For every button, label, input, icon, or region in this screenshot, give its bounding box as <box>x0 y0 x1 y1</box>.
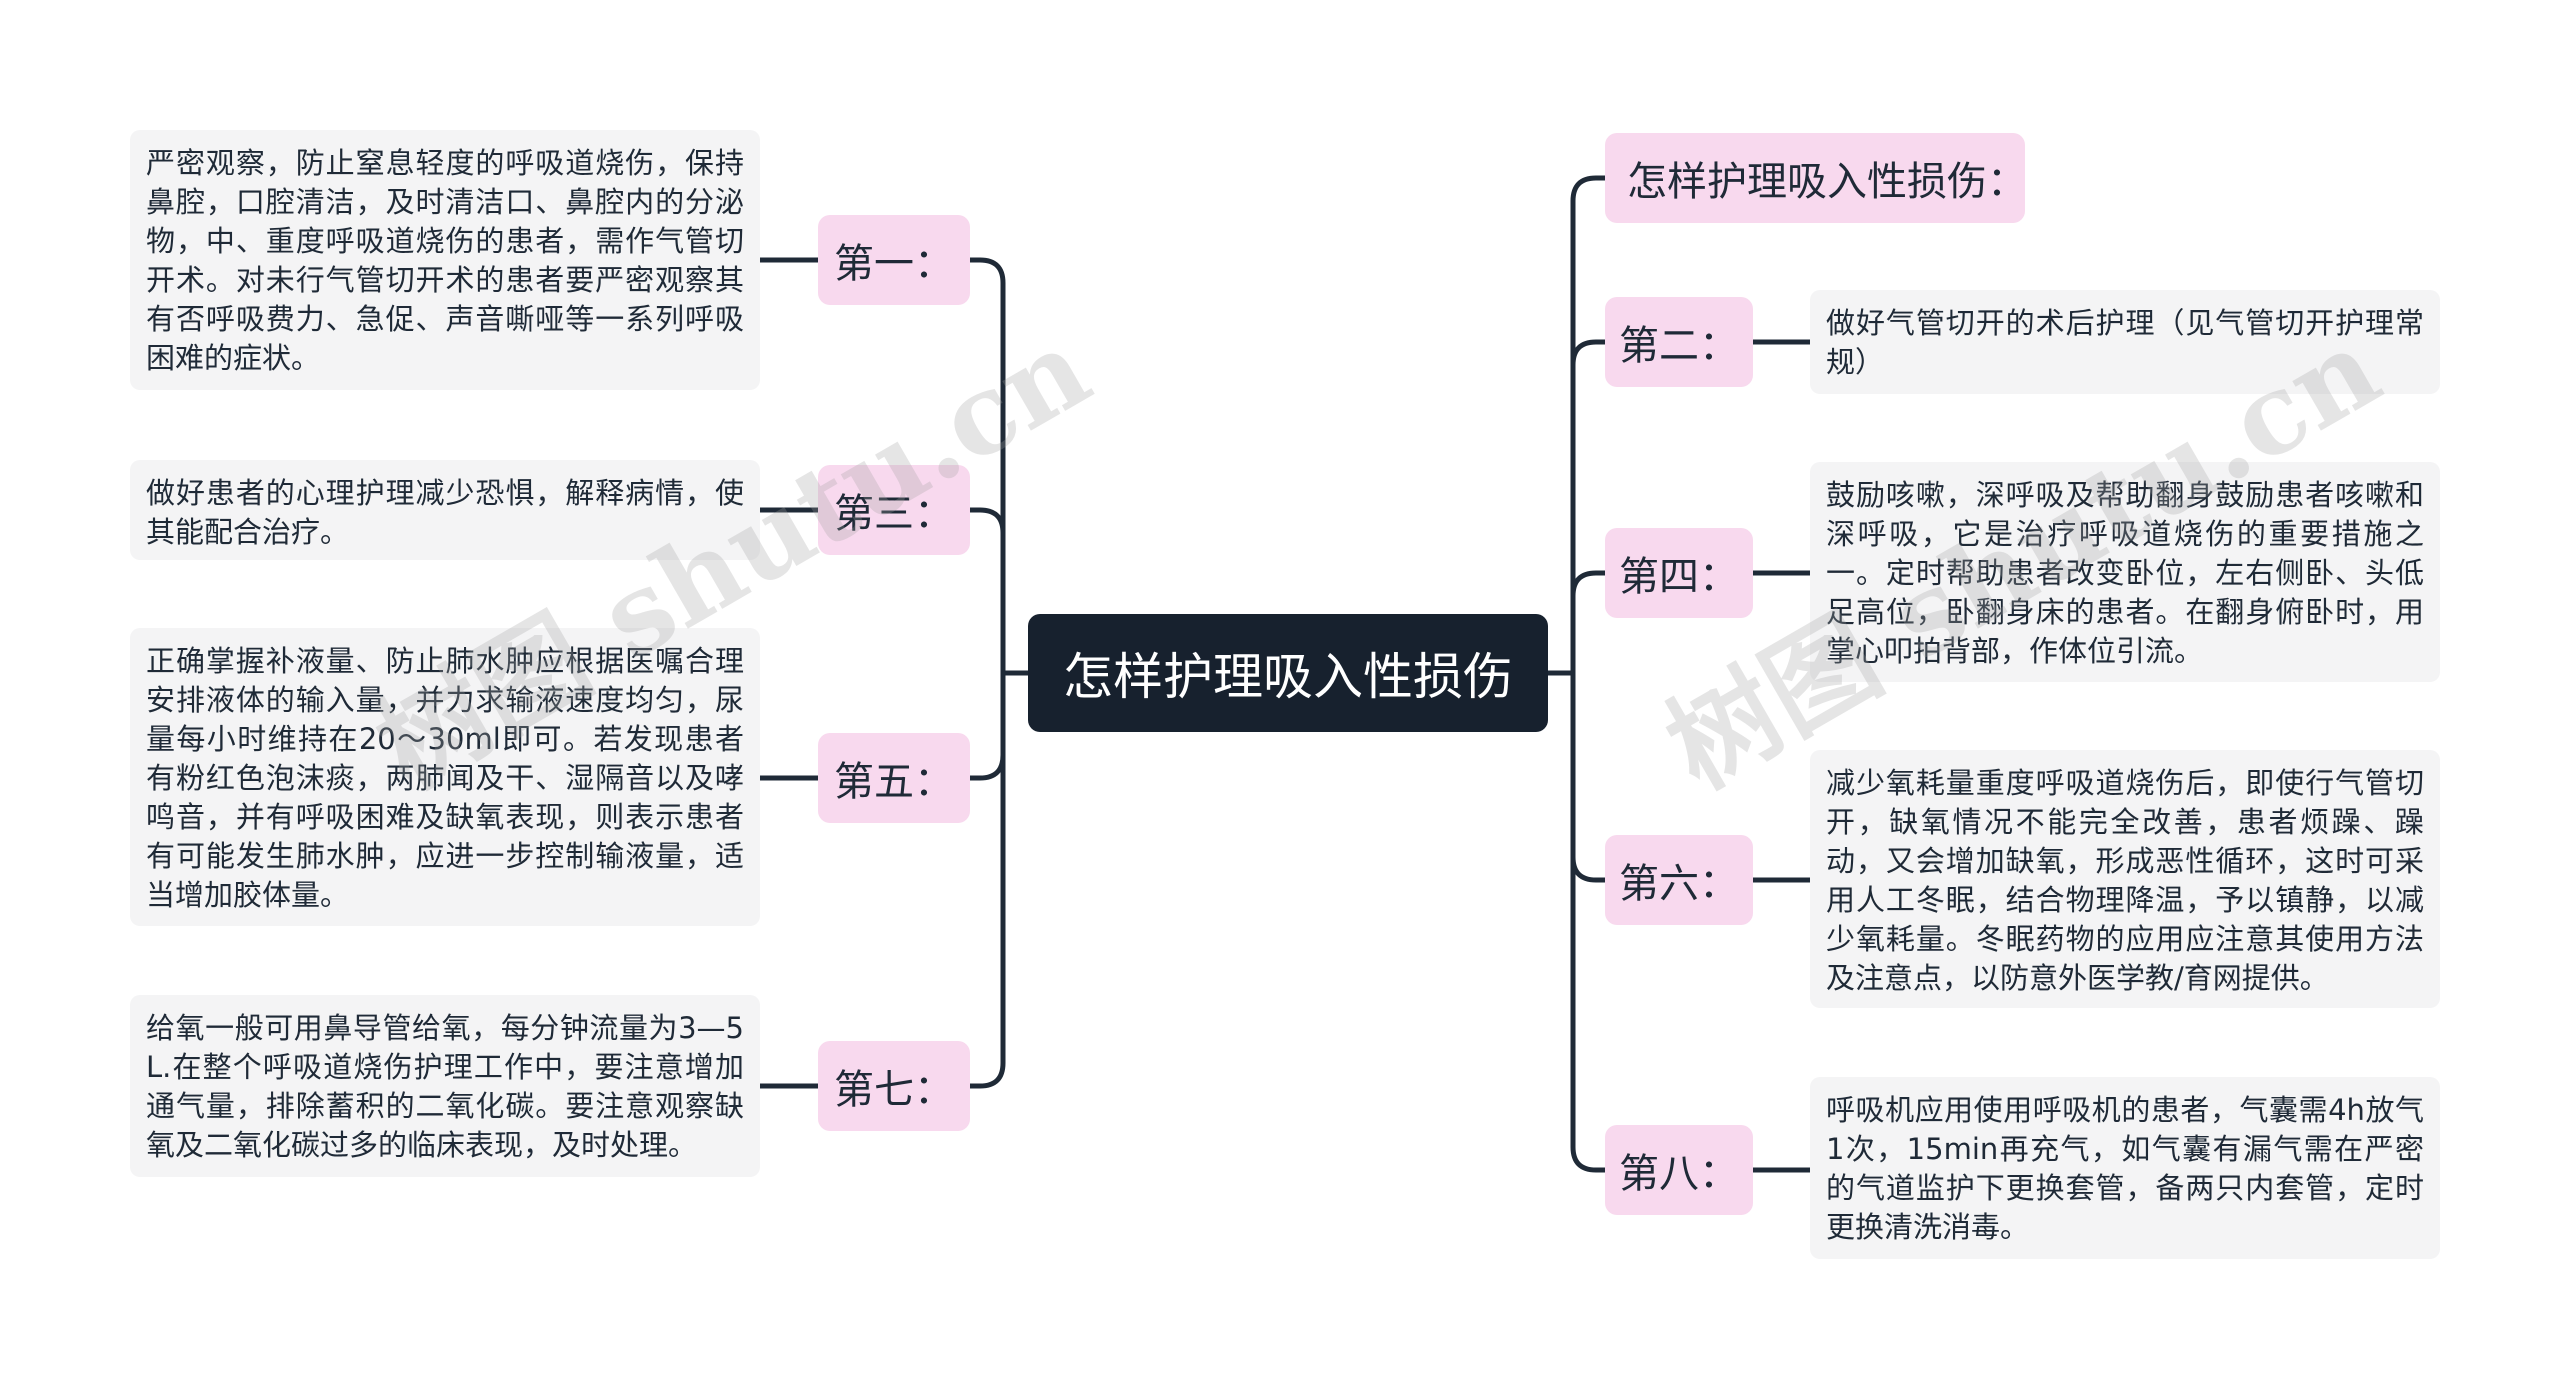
connector-left-trunk <box>967 257 1006 1089</box>
leaf-step-1[interactable]: 严密观察，防止窒息轻度的呼吸道烧伤，保持鼻腔，口腔清洁，及时清洁口、鼻腔内的分泌… <box>130 130 760 390</box>
connector-right-mid-2 <box>1570 570 1608 599</box>
branch-title[interactable]: 怎样护理吸入性损伤： <box>1605 133 2027 223</box>
branch-step-8[interactable]: 第八： <box>1605 1125 1753 1215</box>
leaf-step-5[interactable]: 正确掌握补液量、防止肺水肿应根据医嘱合理安排液体的输入量，并力求输液速度均匀，尿… <box>130 628 760 926</box>
branch-step-3[interactable]: 第三： <box>818 465 970 555</box>
branch-step-7[interactable]: 第七： <box>818 1041 970 1131</box>
leaf-step-6[interactable]: 减少氧耗量重度呼吸道烧伤后，即使行气管切开，缺氧情况不能完全改善，患者烦躁、躁动… <box>1810 750 2440 1008</box>
root-topic[interactable]: 怎样护理吸入性损伤 <box>1028 614 1548 732</box>
branch-step-4[interactable]: 第四： <box>1605 528 1753 618</box>
leaf-step-2[interactable]: 做好气管切开的术后护理（见气管切开护理常规） <box>1810 290 2440 394</box>
leaf-step-7[interactable]: 给氧一般可用鼻导管给氧，每分钟流量为3—5L.在整个呼吸道烧伤护理工作中，要注意… <box>130 995 760 1177</box>
connector-right-mid-3 <box>1570 854 1608 883</box>
branch-step-6[interactable]: 第六： <box>1605 835 1753 925</box>
leaf-step-4[interactable]: 鼓励咳嗽，深呼吸及帮助翻身鼓励患者咳嗽和深呼吸，它是治疗呼吸道烧伤的重要措施之一… <box>1810 462 2440 682</box>
branch-step-2[interactable]: 第二： <box>1605 297 1753 387</box>
branch-step-1[interactable]: 第一： <box>818 215 970 305</box>
leaf-step-8[interactable]: 呼吸机应用使用呼吸机的患者，气囊需4h放气1次，15min再充气，如气囊有漏气需… <box>1810 1077 2440 1259</box>
connector-left-mid-2 <box>967 752 1006 781</box>
connector-right-trunk <box>1570 175 1608 1173</box>
connector-right-mid-1 <box>1570 339 1608 368</box>
leaf-step-3[interactable]: 做好患者的心理护理减少恐惧，解释病情，使其能配合治疗。 <box>130 460 760 560</box>
connector-left-mid-1 <box>967 507 1006 536</box>
branch-step-5[interactable]: 第五： <box>818 733 970 823</box>
